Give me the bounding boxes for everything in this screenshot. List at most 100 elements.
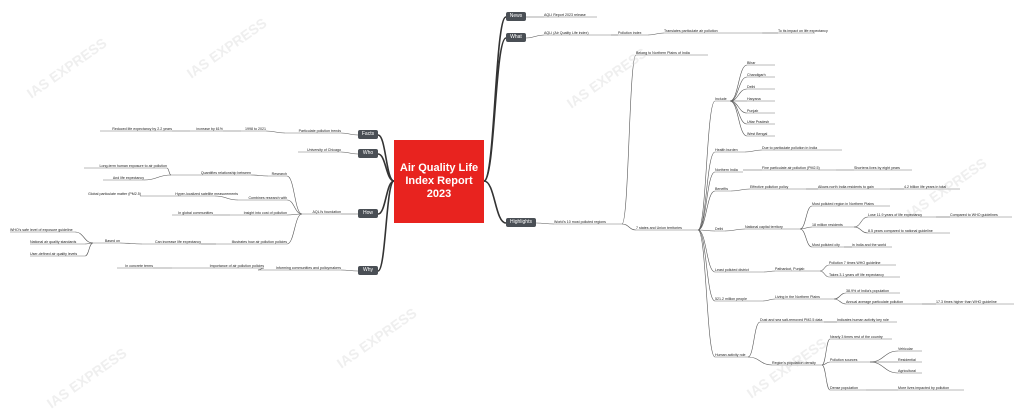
connector-line [84, 242, 94, 257]
node-q-1: Long-term human exposure to air pollutio… [99, 164, 167, 168]
node-combines-1: Hyper-localized satellite measurements [175, 192, 238, 196]
node-ncr-1: Most polluted region in Northern Plains [812, 202, 874, 206]
node-pathankot: Pathankot, Punjab [775, 267, 805, 271]
connector-line [286, 175, 303, 215]
node-million: 521.2 million people [715, 297, 747, 301]
connector-line [697, 229, 716, 232]
connector-line [869, 361, 899, 374]
node-ncr-2a: Lose 11.9 years of life expectancy [868, 213, 923, 217]
connector-line [821, 364, 831, 391]
connector-line [853, 226, 869, 234]
connector-line [819, 270, 830, 278]
connector-line [819, 264, 830, 272]
node-northern-2: Shortens lives by eight years [854, 166, 900, 170]
branch-facts[interactable]: Facts [358, 130, 378, 139]
connector-line [119, 242, 143, 245]
node-living-1: 38.9% of India's population [846, 289, 890, 293]
central-topic[interactable]: Air Quality Life Index Report 2023 [394, 140, 484, 223]
node-dust: Dust and sea salt-removed PM2.5 data [760, 318, 823, 322]
branch-news[interactable]: News [506, 12, 526, 21]
node-research: Research [271, 172, 287, 176]
node-density-1: Nearly 3 times rest of the country [830, 335, 883, 339]
node-q-2: And life expectancy [112, 176, 144, 180]
node-who-1: University of Chicago [307, 148, 341, 152]
node-health-1: Due to particulate pollution in India [762, 146, 818, 150]
connector-line [799, 226, 813, 230]
node-based: Based on [104, 239, 120, 243]
connector-line [697, 100, 716, 231]
connector-line [525, 34, 545, 39]
node-what-3: Translates particulate air pollution [664, 29, 718, 33]
connector-line [799, 228, 813, 248]
branch-how[interactable]: How [358, 209, 378, 218]
branch-what[interactable]: What [506, 33, 526, 42]
node-b-1: WHO's safe level of exposure guideline [10, 228, 73, 232]
node-ncr-2b: 8.5 years compared to national guideline [868, 229, 933, 233]
node-why-3: In concrete terms [125, 264, 153, 268]
node-hl-1: World's 10 most polluted regions [554, 220, 606, 224]
node-least: Least polluted district [715, 268, 749, 272]
node-include: Include [715, 97, 727, 101]
connector-line [697, 190, 716, 231]
node-source: Vehicular [898, 347, 913, 351]
node-human: Human activity role [715, 353, 746, 357]
node-state: Delhi [747, 85, 756, 89]
node-combines: Combines research with [248, 196, 287, 200]
connector-line [729, 76, 748, 102]
node-living: Living in the Northern Plains [775, 295, 820, 299]
connector-line [747, 321, 761, 358]
node-combines-2: Global particulate matter (PM2.5) [88, 192, 141, 196]
connector-line [747, 356, 773, 366]
node-ncr-2: 18 million residents [812, 223, 843, 227]
node-source: Agricultural [898, 369, 916, 373]
node-dense-1: More lives impacted by pollution [898, 386, 950, 390]
connector-line [483, 180, 507, 224]
node-what-2: Pollution index [618, 31, 642, 35]
node-state: West Bengal [747, 132, 768, 136]
connector-line [869, 350, 899, 363]
node-sources: Pollution sources [830, 358, 858, 362]
node-dense: Dense population [830, 386, 858, 390]
node-state: Punjab [747, 109, 759, 113]
connector-line [730, 188, 751, 192]
node-facts-4: Reduced life expectancy by 2.2 years [112, 127, 172, 131]
node-living-2a: 17.3 times higher than WHO guideline [936, 300, 997, 304]
node-state: Chandigarh [747, 73, 766, 77]
node-b-3: User-defined air quality levels [30, 252, 78, 256]
node-benefits-2: Allows north India residents to gain [818, 185, 874, 189]
branch-who[interactable]: Who [358, 149, 378, 158]
connector-line [340, 269, 359, 272]
node-northern-1: Fine particulate air pollution (PM2.5) [762, 166, 820, 170]
connector-line [729, 100, 748, 137]
node-ncr: National capital territory [745, 225, 783, 229]
node-health: Health burden [715, 148, 738, 152]
connector-line [621, 223, 637, 231]
node-illustrates: Illustrates how air pollution policies [231, 240, 287, 244]
connector-line [535, 222, 555, 225]
connector-line [697, 171, 716, 231]
connector-line [647, 32, 665, 36]
node-hl-7: 7 states and Union territories [636, 226, 682, 230]
connector-line [744, 149, 763, 153]
node-path-2: Takes 3.1 years off life expectancy [829, 273, 884, 277]
connector-line [762, 298, 776, 302]
connector-line [724, 228, 746, 232]
node-path-1: Pollution 7 times WHO guideline [829, 261, 881, 265]
node-state: Bihar [747, 61, 756, 65]
node-news-1: AQLI Report 2023 release [544, 13, 586, 17]
connector-line [377, 134, 395, 182]
connector-line [340, 132, 359, 136]
connector-line [799, 205, 813, 230]
branch-why[interactable]: Why [358, 266, 378, 275]
connector-line [265, 130, 286, 134]
node-b-2: National air quality standards [30, 240, 77, 244]
connector-line [377, 153, 395, 182]
connector-line [729, 88, 748, 102]
node-benefits-1: Effective pollution policy [750, 185, 789, 189]
branch-highlights[interactable]: Highlights [506, 218, 536, 227]
connector-line [833, 298, 847, 305]
connector-line [697, 229, 716, 302]
connector-line [821, 338, 831, 366]
